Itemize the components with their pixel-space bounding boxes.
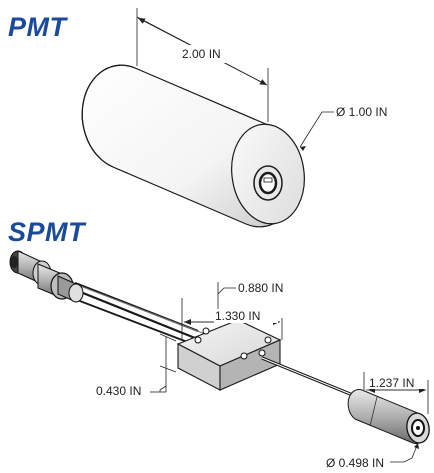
spmt-width-dimension: 0.880 IN xyxy=(217,281,283,322)
spmt-sensor-length-dimension: 1.237 IN xyxy=(363,372,429,414)
pmt-connector-inner xyxy=(258,171,278,195)
spmt-width-label: 0.880 IN xyxy=(238,281,283,295)
spmt-cable-2 xyxy=(77,289,201,342)
spmt-junction-box xyxy=(176,319,282,391)
spmt-sensor-length-label: 1.237 IN xyxy=(369,376,414,390)
spmt-sensor xyxy=(347,389,430,444)
pmt-diameter-dimension: Ø 1.00 IN xyxy=(299,105,387,151)
spmt-cable-3 xyxy=(71,297,191,344)
pmt-assembly xyxy=(81,64,305,228)
spmt-left-connector xyxy=(9,250,84,303)
pmt-length-label: 2.00 IN xyxy=(182,47,221,61)
pmt-connector-key xyxy=(263,177,273,183)
spmt-title: SPMT xyxy=(8,217,86,247)
spmt-length-label: 1.330 IN xyxy=(215,309,260,323)
pmt-length-dimension: 2.00 IN xyxy=(136,8,269,122)
pmt-diameter-label: Ø 1.00 IN xyxy=(336,105,387,119)
spmt-sensor-diameter-dimension: Ø 0.498 IN xyxy=(326,442,419,470)
spmt-height-dimension: 0.430 IN xyxy=(96,333,177,398)
spmt-assembly xyxy=(9,250,430,444)
pmt-title: PMT xyxy=(8,12,67,42)
spmt-sensor-diameter-label: Ø 0.498 IN xyxy=(326,456,384,470)
spmt-height-label: 0.430 IN xyxy=(96,384,141,398)
pmt-back-edge xyxy=(81,64,136,168)
spmt-cable-4 xyxy=(79,285,206,335)
spmt-length-dimension: 1.330 IN xyxy=(181,298,283,340)
